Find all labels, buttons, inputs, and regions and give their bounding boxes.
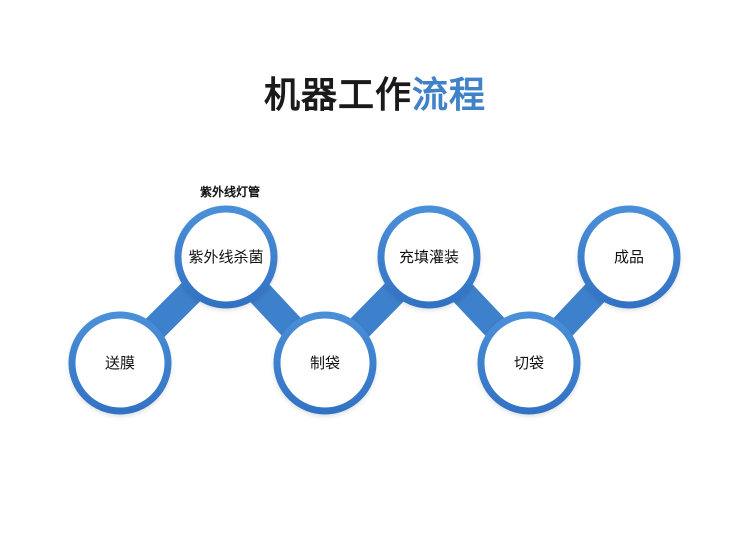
step-label-1: 送膜 [105,354,135,372]
step-circle-5 [477,311,581,415]
step-circle-2 [174,205,278,309]
step-node-2: 紫外线杀菌 [174,205,278,309]
step-circle-4 [377,205,481,309]
uv-lamp-annotation: 紫外线灯管 [199,185,260,199]
step-node-5: 切袋 [477,311,581,415]
step-label-6: 成品 [614,248,644,266]
step-node-4: 充填灌装 [377,205,481,309]
step-node-1: 送膜 [68,311,172,415]
diagram-title: 机器工作流程 [0,74,750,117]
step-label-2: 紫外线杀菌 [188,248,263,266]
title-accent: 流程 [412,75,487,116]
step-label-4: 充填灌装 [399,248,459,266]
step-label-5: 切袋 [514,354,544,372]
title-main: 机器工作 [263,75,412,116]
step-circle-6 [577,205,681,309]
step-circle-3 [273,311,377,415]
step-node-6: 成品 [577,205,681,309]
step-circle-1 [68,311,172,415]
step-node-3: 制袋 [273,311,377,415]
step-label-3: 制袋 [310,354,340,372]
